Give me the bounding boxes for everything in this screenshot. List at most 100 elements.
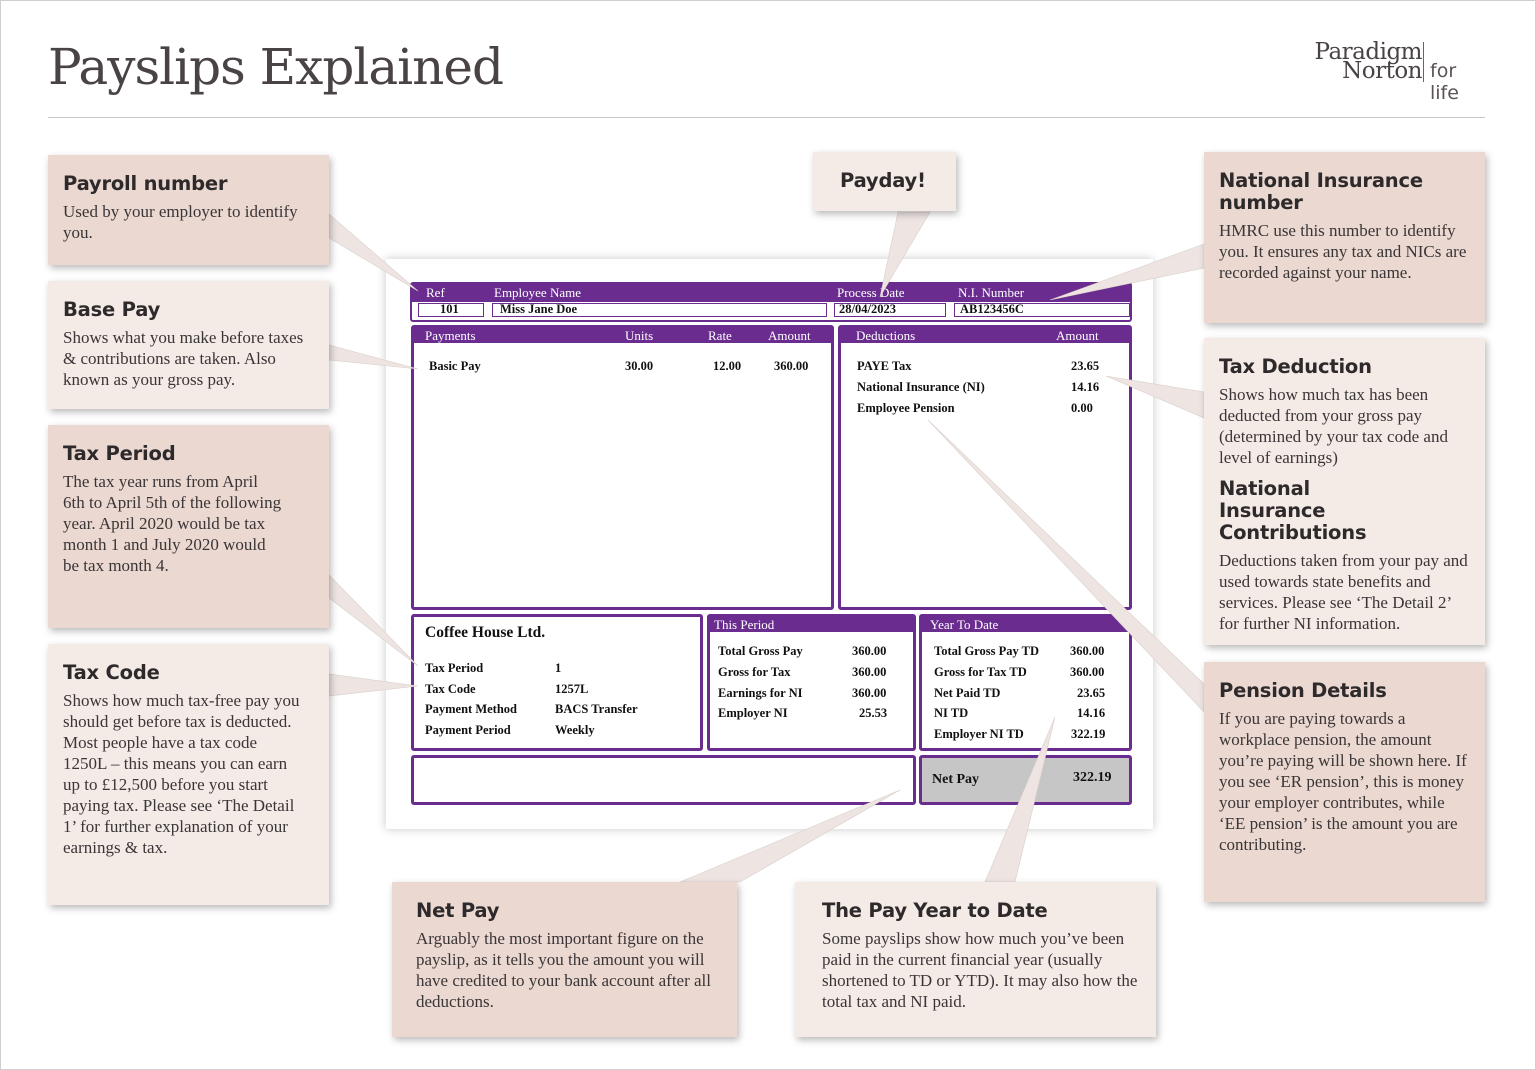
pointer-tax-deduction bbox=[1105, 375, 1205, 419]
process-date-value: 28/04/2023 bbox=[839, 302, 896, 316]
callout-title: Pension Details bbox=[1219, 679, 1387, 702]
payslip: Ref Employee Name Process Date N.I. Numb… bbox=[386, 259, 1153, 829]
this-period-row-value: 25.53 bbox=[859, 706, 888, 720]
process-date-field bbox=[834, 303, 946, 317]
deduction-item: Employee Pension bbox=[857, 401, 955, 415]
callout-tax-period: Tax Period The tax year runs from April … bbox=[48, 425, 329, 628]
pointer-pension bbox=[927, 419, 1205, 713]
deductions-amount-label: Amount bbox=[1056, 328, 1099, 343]
ytd-row-label: Employer NI TD bbox=[934, 727, 1024, 741]
pointer-pay-ytd bbox=[984, 716, 1056, 883]
callout-body: The tax year runs from April 6th to Apri… bbox=[63, 472, 282, 575]
callout-body: Shows how much tax has been deducted fro… bbox=[1219, 385, 1448, 467]
callout-title: Payroll number bbox=[63, 172, 228, 195]
callout-title: The Pay Year to Date bbox=[822, 899, 1048, 922]
employer-row-label: Tax Code bbox=[425, 682, 476, 696]
ni-number-label: N.I. Number bbox=[958, 285, 1025, 300]
ref-value: 101 bbox=[440, 302, 459, 316]
employer-row-label: Tax Period bbox=[425, 661, 484, 675]
employer-row-value: 1257L bbox=[555, 682, 589, 696]
employer-row-value: 1 bbox=[555, 661, 562, 675]
rate-label: Rate bbox=[708, 328, 732, 343]
deductions-label: Deductions bbox=[856, 328, 916, 343]
this-period-row-value: 360.00 bbox=[852, 665, 887, 679]
this-period-row-label: Total Gross Pay bbox=[718, 644, 803, 658]
brand-logo: Paradigm Norton for life bbox=[1300, 39, 1490, 104]
ytd-row-value: 360.00 bbox=[1070, 665, 1105, 679]
callout-title: Tax Period bbox=[63, 442, 176, 465]
callout-title: National Insurance Contributions bbox=[1219, 477, 1367, 544]
this-period-label: This Period bbox=[714, 617, 775, 632]
year-to-date-panel: Year To Date Total Gross Pay TD 360.00 G… bbox=[919, 614, 1132, 751]
payment-item: Basic Pay bbox=[429, 359, 481, 373]
net-pay-label: Net Pay bbox=[932, 772, 980, 787]
brand-name-line2: Norton bbox=[1342, 58, 1422, 84]
employer-row-label: Payment Method bbox=[425, 702, 517, 716]
title-rule bbox=[48, 117, 1485, 118]
this-period-panel: This Period Total Gross Pay 360.00 Gross… bbox=[707, 614, 916, 751]
employee-name-field bbox=[492, 303, 827, 317]
callout-title: National Insurance number bbox=[1219, 169, 1423, 214]
ytd-row-label: Total Gross Pay TD bbox=[934, 644, 1039, 658]
brand-name-line1: Paradigm bbox=[1314, 39, 1423, 65]
brand-tagline: for life bbox=[1430, 60, 1459, 104]
callout-body: If you are paying towards a workplace pe… bbox=[1219, 709, 1467, 854]
ref-label: Ref bbox=[426, 285, 445, 300]
callout-tax-deduction: Tax Deduction Shows how much tax has bee… bbox=[1204, 338, 1485, 645]
this-period-row-value: 360.00 bbox=[852, 686, 887, 700]
net-pay-value: 322.19 bbox=[1073, 770, 1112, 785]
units-label: Units bbox=[625, 328, 654, 343]
employer-row-value: BACS Transfer bbox=[555, 702, 638, 716]
deduction-amount: 14.16 bbox=[1071, 380, 1100, 394]
callout-title: Tax Code bbox=[63, 661, 160, 684]
this-period-row-label: Employer NI bbox=[718, 706, 788, 720]
pointer-ni-number bbox=[1049, 243, 1205, 301]
callout-title: Payday! bbox=[840, 169, 926, 192]
callout-body: Arguably the most important figure on th… bbox=[416, 929, 712, 1011]
process-date-label: Process Date bbox=[837, 285, 905, 300]
payslip-header: Ref Employee Name Process Date N.I. Numb… bbox=[410, 282, 1132, 322]
ytd-row-value: 322.19 bbox=[1071, 727, 1106, 741]
ytd-row-value: 14.16 bbox=[1077, 706, 1106, 720]
pointer-payroll bbox=[328, 213, 419, 292]
ytd-row-label: NI TD bbox=[934, 706, 969, 720]
ref-field bbox=[418, 303, 484, 317]
callout-body: Shows how much tax-free pay you should g… bbox=[63, 691, 300, 857]
payments-label: Payments bbox=[425, 328, 476, 343]
employee-name-label: Employee Name bbox=[494, 285, 581, 300]
callout-ni-number: National Insurance number HMRC use this … bbox=[1204, 152, 1485, 323]
ni-number-field bbox=[954, 303, 1130, 317]
callout-body: Shows what you make before taxes & contr… bbox=[63, 328, 304, 389]
callout-title: Tax Deduction bbox=[1219, 355, 1372, 378]
callout-body: HMRC use this number to identify you. It… bbox=[1219, 221, 1467, 282]
callout-pension-details: Pension Details If you are paying toward… bbox=[1204, 662, 1485, 902]
pointer-net-pay bbox=[679, 789, 901, 883]
employee-name-value: Miss Jane Doe bbox=[500, 302, 578, 316]
deduction-item: National Insurance (NI) bbox=[857, 380, 985, 394]
ytd-row-label: Gross for Tax TD bbox=[934, 665, 1027, 679]
payment-amount: 360.00 bbox=[774, 359, 809, 373]
ytd-row-label: Net Paid TD bbox=[934, 686, 1001, 700]
deduction-amount: 23.65 bbox=[1071, 359, 1100, 373]
page-title: Payslips Explained bbox=[48, 38, 504, 96]
notes-box bbox=[411, 755, 916, 805]
ni-number-value: AB123456C bbox=[960, 302, 1024, 316]
callout-pay-year-to-date: The Pay Year to Date Some payslips show … bbox=[795, 882, 1156, 1037]
amount-label: Amount bbox=[768, 328, 811, 343]
callout-net-pay: Net Pay Arguably the most important figu… bbox=[392, 882, 737, 1037]
brand-divider bbox=[1423, 42, 1424, 82]
callout-payday: Payday! bbox=[813, 152, 956, 211]
this-period-row-label: Earnings for NI bbox=[718, 686, 803, 700]
callout-payroll-number: Payroll number Used by your employer to … bbox=[48, 155, 329, 265]
callout-body: Used by your employer to identify you. bbox=[63, 202, 298, 242]
this-period-row-value: 360.00 bbox=[852, 644, 887, 658]
callout-base-pay: Base Pay Shows what you make before taxe… bbox=[48, 281, 329, 409]
employer-name: Coffee House Ltd. bbox=[425, 624, 546, 641]
this-period-row-label: Gross for Tax bbox=[718, 665, 791, 679]
callout-body: Deductions taken from your pay and used … bbox=[1219, 551, 1468, 633]
callout-title: Base Pay bbox=[63, 298, 161, 321]
ytd-row-value: 360.00 bbox=[1070, 644, 1105, 658]
deduction-amount: 0.00 bbox=[1071, 401, 1093, 415]
employer-row-label: Payment Period bbox=[425, 723, 511, 737]
payment-rate: 12.00 bbox=[713, 359, 742, 373]
